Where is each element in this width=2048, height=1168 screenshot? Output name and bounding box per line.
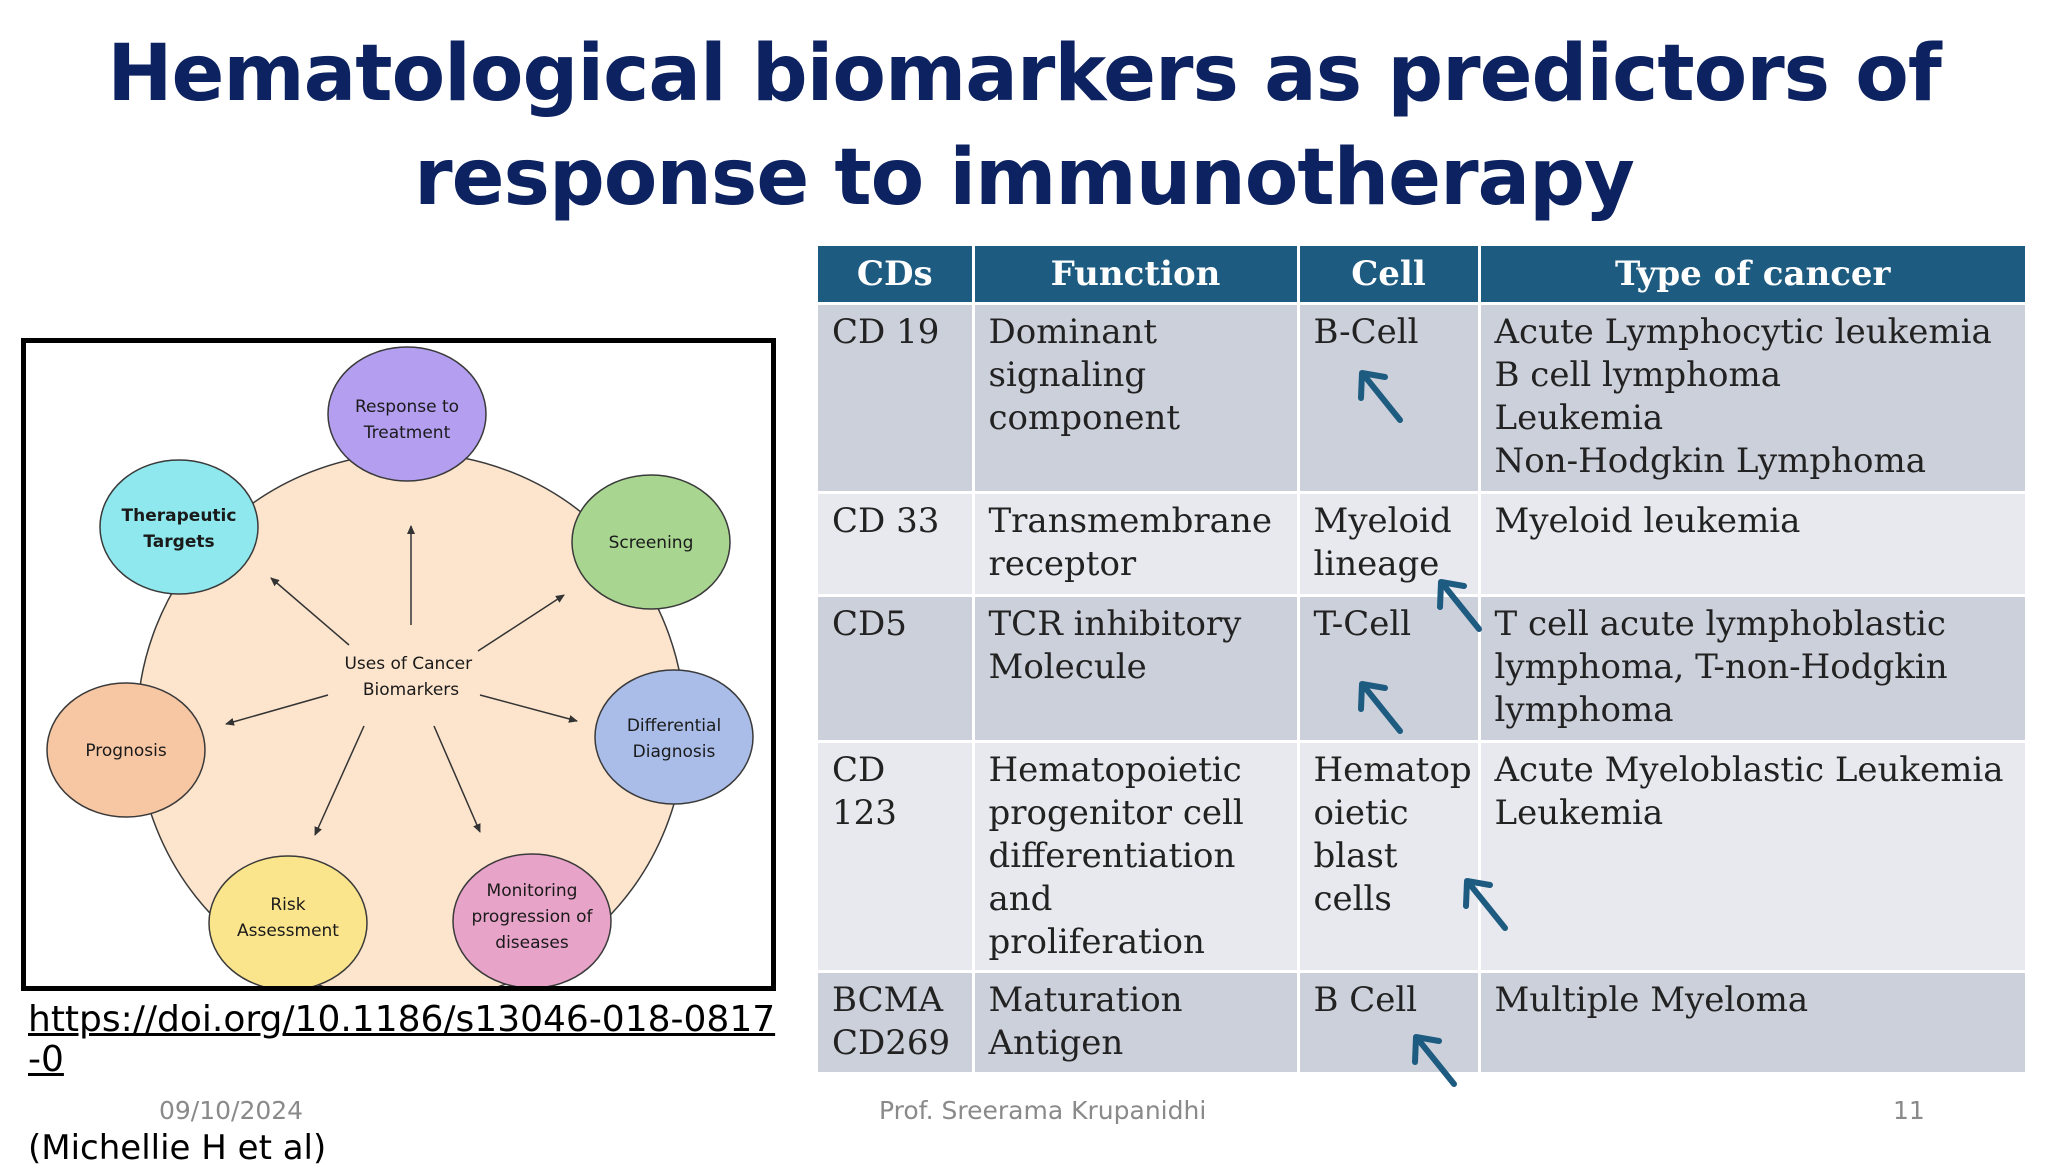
cell-cd: CD 123 xyxy=(818,740,975,972)
cell-cell: B Cell xyxy=(1298,970,1481,1072)
cell-cancer: Multiple Myeloma xyxy=(1479,970,2025,1072)
title-line-2: response to immunotherapy xyxy=(414,133,1635,223)
diagram-arrow-differential xyxy=(479,694,578,723)
diagram-arrow-risk xyxy=(314,725,365,836)
diagram-arrow-prognosis xyxy=(225,694,329,726)
diagram-arrow-screening xyxy=(477,594,565,652)
footer-date: 09/10/2024 xyxy=(159,1096,304,1125)
svg-text:Screening: Screening xyxy=(609,533,694,553)
cell-cd: CD5 xyxy=(818,594,975,742)
doi-link[interactable]: https://doi.org/10.1186/s13046-018-0817-… xyxy=(28,999,776,1080)
slide-title: Hematological biomarkers as predictors o… xyxy=(0,22,2048,230)
node-prognosis: Prognosis xyxy=(46,682,206,818)
cell-cell: B-Cell xyxy=(1298,302,1481,493)
cd-table: CDs Function Cell Type of cancer CD 19 D… xyxy=(818,246,2025,1072)
footer-presenter: Prof. Sreerama Krupanidhi xyxy=(879,1096,1207,1125)
cell-cd: CD 33 xyxy=(818,491,975,596)
node-screening: Screening xyxy=(571,474,731,610)
cell-cd: CD 19 xyxy=(818,302,975,493)
diagram-center-label: Uses of Cancer Biomarkers xyxy=(344,654,477,700)
cell-cell: T-Cell xyxy=(1298,594,1481,742)
title-line-1: Hematological biomarkers as predictors o… xyxy=(107,29,1942,119)
footer-page-number: 11 xyxy=(1893,1096,1925,1125)
header-type-of-cancer: Type of cancer xyxy=(1479,246,2025,304)
citation: (Michellie H et al) xyxy=(28,1128,327,1168)
header-cds: CDs xyxy=(818,246,975,304)
header-function: Function xyxy=(973,246,1300,304)
svg-text:Prognosis: Prognosis xyxy=(85,741,167,761)
diagram-arrow-monitoring xyxy=(433,725,481,833)
header-cell: Cell xyxy=(1298,246,1481,304)
cell-cancer: Myeloid leukemia xyxy=(1479,491,2025,596)
diagram-arrow-therapeutic xyxy=(270,577,350,646)
table-header-row: CDs Function Cell Type of cancer xyxy=(818,246,2025,304)
